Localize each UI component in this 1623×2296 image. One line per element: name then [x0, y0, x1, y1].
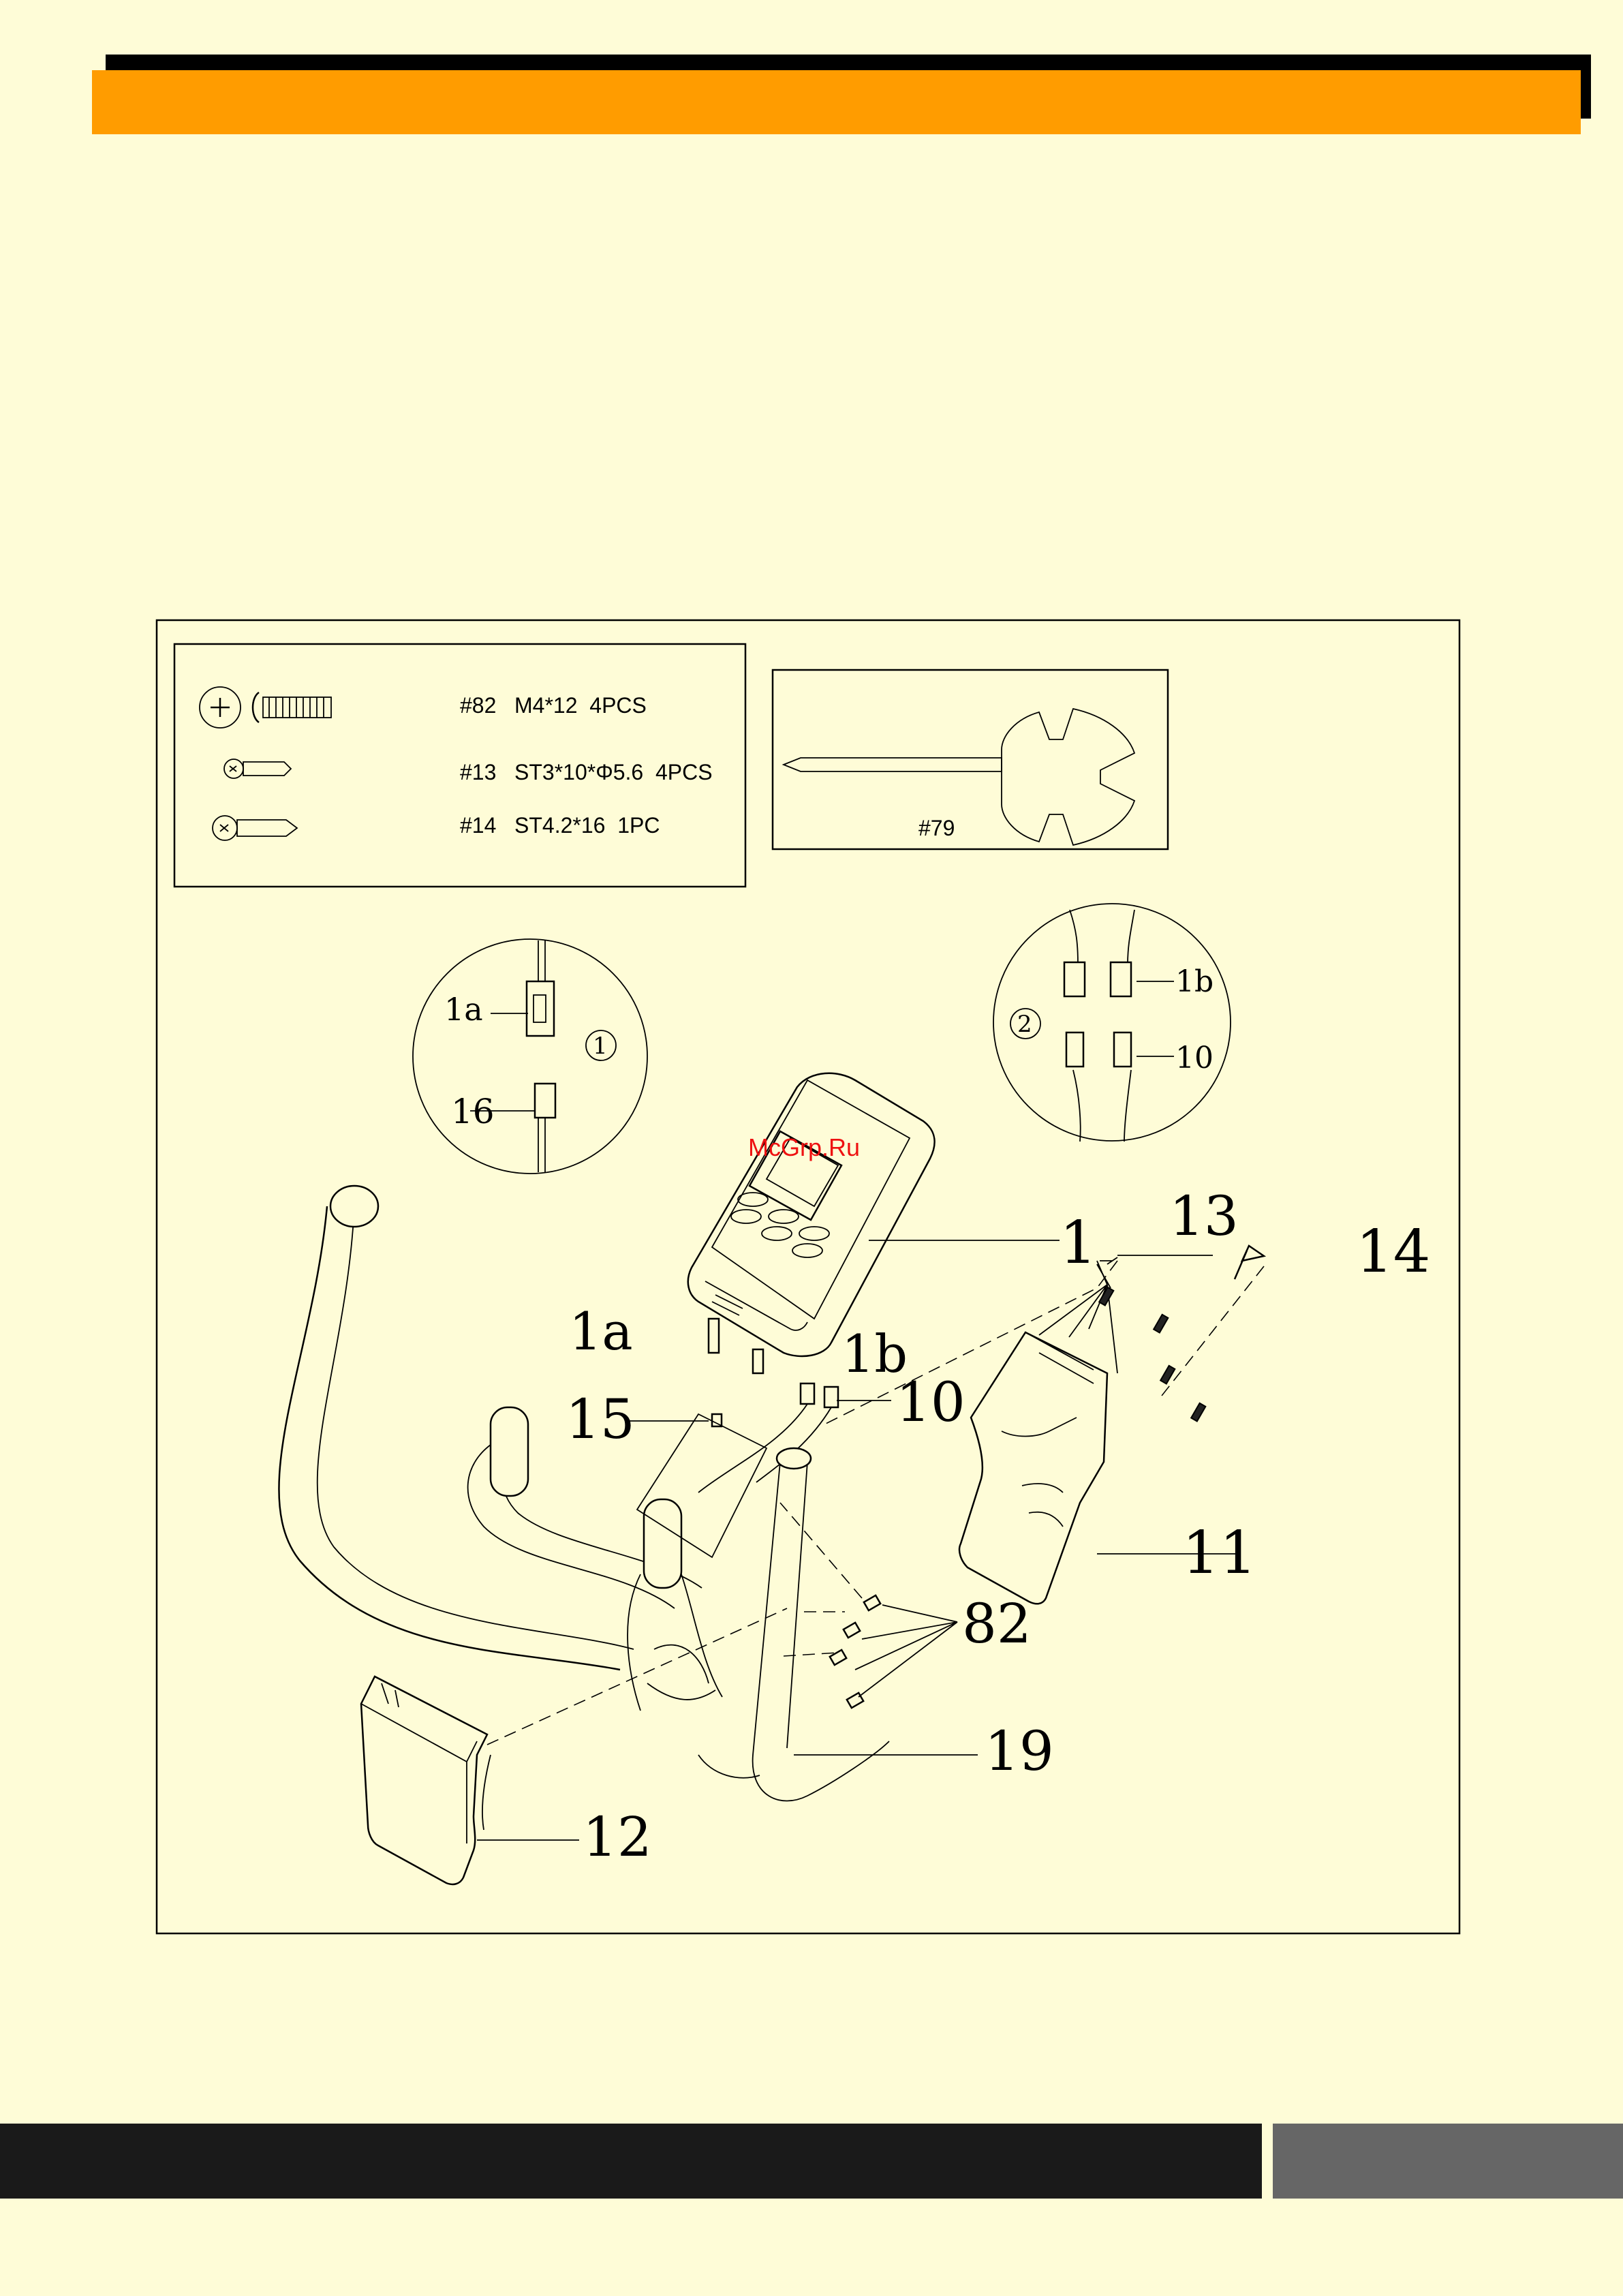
callout-15: 15	[566, 1388, 635, 1451]
hardware-14-spec: ST4.2*16 1PC	[514, 813, 660, 838]
detail-2-step-number: 2	[1017, 1011, 1032, 1038]
hardware-13-spec: ST3*10*Φ5.6 4PCS	[514, 760, 713, 784]
callout-13: 13	[1169, 1184, 1239, 1248]
wire-harness-drawing	[627, 1383, 891, 1493]
callout-19: 19	[985, 1719, 1054, 1783]
hardware-14-label: #14	[460, 813, 496, 838]
footer-page-tab	[1273, 2124, 1623, 2199]
detail-1-label-16: 16	[451, 1092, 495, 1131]
bolts-82-drawing	[780, 1503, 957, 1708]
tool-79-label: #79	[918, 816, 955, 840]
small-screw-icon	[224, 759, 291, 778]
detail-1-step-number: 1	[593, 1032, 608, 1060]
phillips-bolt-icon	[200, 687, 331, 728]
combination-wrench-screwdriver-icon	[784, 709, 1134, 845]
callout-10: 10	[896, 1371, 965, 1434]
callout-82: 82	[962, 1592, 1032, 1655]
callout-1a: 1a	[569, 1301, 633, 1362]
self-tapping-screw-icon	[213, 816, 297, 840]
callout-14: 14	[1356, 1218, 1430, 1286]
detail-circle-1: 1 1a 16	[413, 939, 647, 1174]
hardware-82-label: #82	[460, 693, 496, 718]
hardware-13-label: #13	[460, 760, 496, 784]
detail-2-label-10: 10	[1175, 1041, 1214, 1075]
callout-1: 1	[1060, 1209, 1097, 1277]
detail-2-label-1b: 1b	[1175, 964, 1214, 999]
hardware-box: #82 M4*12 4PCS #13 ST3*10*Φ5.6 4PCS #14 …	[174, 644, 745, 887]
callout-11: 11	[1182, 1519, 1256, 1587]
detail-1-label-1a: 1a	[444, 991, 483, 1028]
watermark: McGrp.Ru	[748, 1133, 860, 1161]
tool-box: #79	[773, 670, 1168, 849]
hardware-82-spec: M4*12 4PCS	[514, 693, 647, 718]
footer-bar	[0, 2124, 1262, 2199]
detail-circle-2: 2 1b 10	[993, 904, 1231, 1142]
callout-12: 12	[583, 1805, 652, 1869]
